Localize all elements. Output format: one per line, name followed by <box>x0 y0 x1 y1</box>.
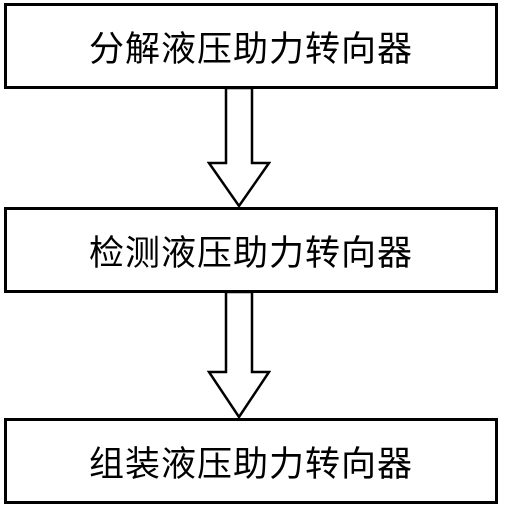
step-box-disassemble: 分解液压助力转向器 <box>4 3 498 89</box>
step-label-disassemble: 分解液压助力转向器 <box>88 29 413 70</box>
step-box-assemble: 组装液压助力转向器 <box>4 418 498 504</box>
down-arrow-icon <box>207 292 271 420</box>
step-box-inspect: 检测液压助力转向器 <box>4 207 498 293</box>
down-arrow-icon <box>207 88 271 209</box>
step-label-assemble: 组装液压助力转向器 <box>88 444 413 485</box>
step-label-inspect: 检测液压助力转向器 <box>88 233 413 274</box>
